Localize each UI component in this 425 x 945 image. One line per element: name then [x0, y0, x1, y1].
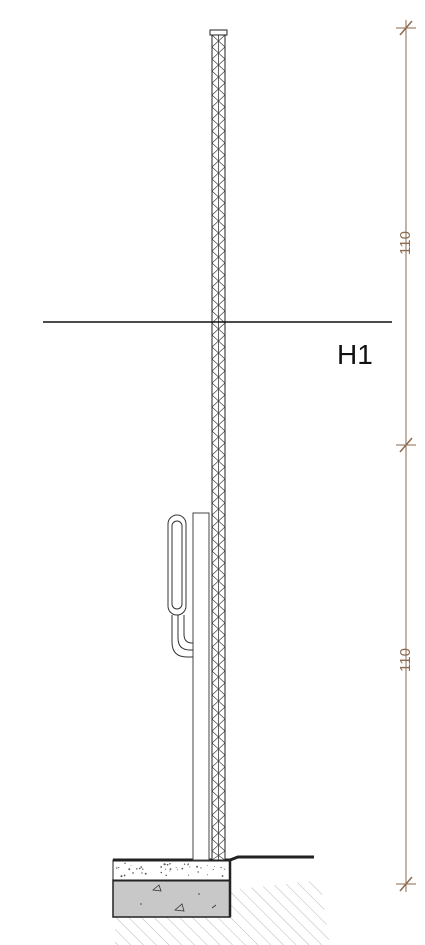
surface-line	[113, 855, 314, 917]
ground-hatch	[115, 880, 330, 945]
concrete-base	[112, 878, 231, 918]
dimension-text-lower: 110	[397, 648, 414, 672]
level-line-h1: H1	[43, 321, 392, 370]
level-label: H1	[337, 339, 373, 370]
control-box	[167, 514, 193, 658]
dimension-line	[396, 20, 416, 892]
screed-layer	[112, 859, 231, 881]
dimension-text-upper: 110	[397, 231, 414, 255]
mounting-plate	[192, 512, 210, 861]
lattice-post	[209, 29, 228, 861]
